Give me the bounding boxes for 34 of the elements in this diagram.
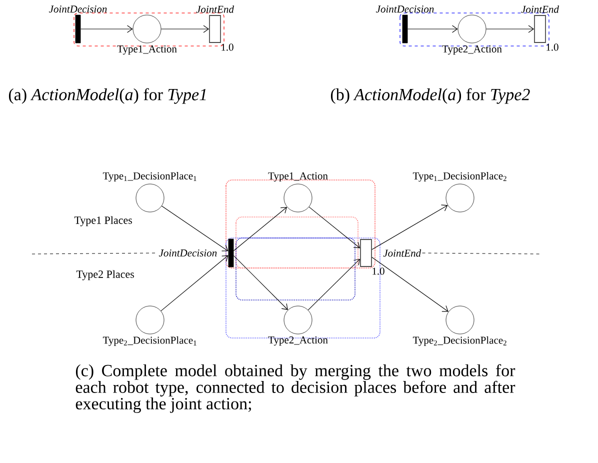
weight-label: 1.0 — [546, 44, 558, 51]
place-label: JointEnd — [196, 5, 234, 13]
arrow — [372, 256, 448, 312]
arrow — [233, 207, 288, 252]
weight-label: 1.0 — [372, 268, 384, 275]
caption: (a) ActionModel(a) for Type1 — [8, 88, 206, 104]
arrow — [486, 25, 534, 33]
place-label: JointEnd — [383, 249, 422, 257]
arrow — [308, 206, 360, 248]
weight-label: 1.0 — [222, 44, 234, 51]
caption: (b) ActionModel(a) for Type2 — [330, 88, 530, 104]
place-label: Type1_Action — [268, 172, 328, 182]
group-label: Type1 Places — [74, 216, 132, 226]
arrow — [308, 258, 360, 310]
arrow — [407, 25, 458, 33]
place-label: Type$_{1}$_DecisionPlace$_{1}$ — [102, 172, 196, 182]
place-label: JointEnd — [521, 5, 559, 13]
arrow — [160, 25, 210, 33]
place-label: Type1_Action — [117, 45, 177, 55]
place-label: Type$_{1}$_DecisionPlace$_{2}$ — [412, 172, 506, 182]
arrow — [160, 255, 228, 312]
arrow — [372, 204, 448, 250]
place-label: JointDecision — [49, 6, 107, 13]
place-label: JointDecision — [158, 249, 217, 257]
place-label: Type2_Action — [442, 45, 502, 55]
place-label: Type$_{2}$_DecisionPlace$_{1}$ — [102, 336, 196, 346]
caption: (c) Complete model obtained by merging the two models for each robot type, connected to decision places before and after executing the joint action; — [76, 364, 516, 413]
place-label: Type2_Action — [268, 336, 328, 346]
arrow — [80, 25, 133, 33]
place-label: Type$_{2}$_DecisionPlace$_{2}$ — [412, 336, 506, 346]
arrow — [233, 255, 288, 310]
group-label: Type2 Places — [76, 270, 134, 280]
arrow — [161, 206, 228, 252]
place-label: JointDecision — [376, 6, 434, 13]
